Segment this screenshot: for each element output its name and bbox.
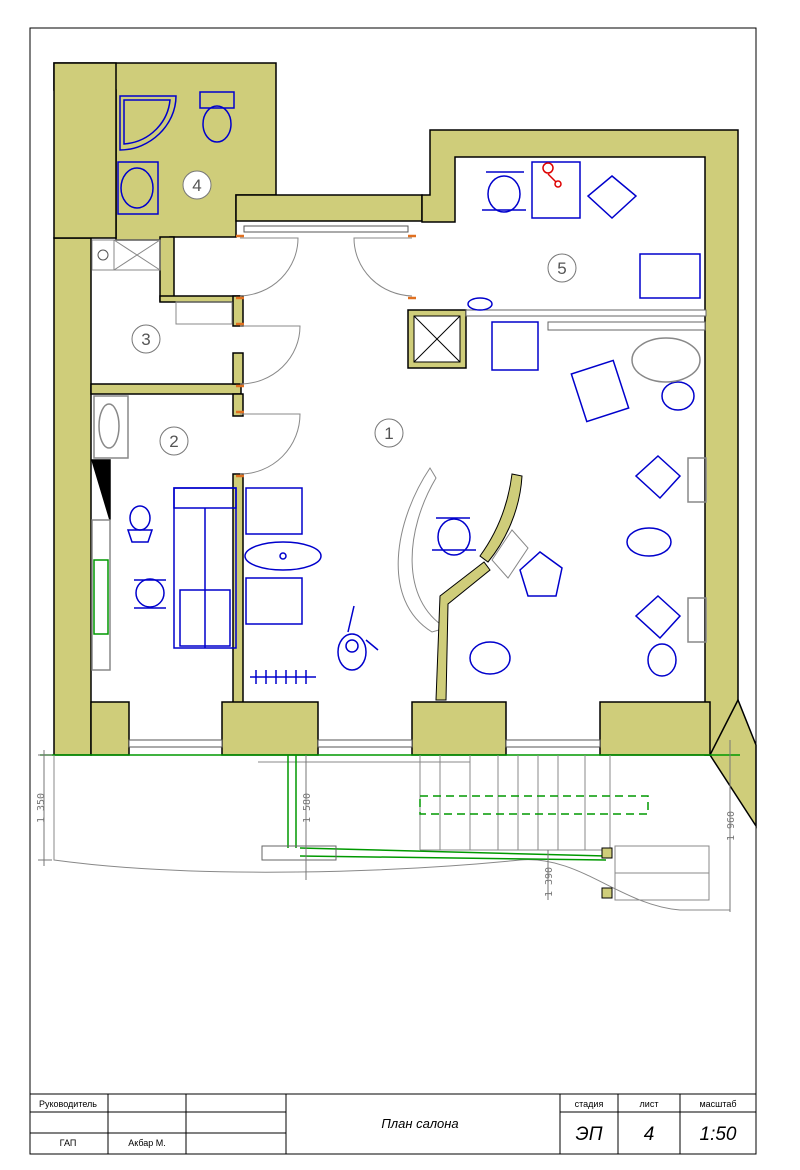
exterior	[40, 754, 740, 911]
room-markers: 1 2 3 4 5	[131, 170, 577, 456]
door-jambs	[236, 234, 416, 478]
partition-room5	[465, 309, 707, 331]
room-marker-3: 3	[131, 324, 161, 354]
dimension-label: 1 390	[544, 867, 555, 897]
dimension-label: 1 960	[726, 811, 737, 841]
scale-header: масштаб	[699, 1099, 736, 1109]
room-number: 3	[141, 330, 150, 349]
sheet-header: лист	[640, 1099, 659, 1109]
room-number: 1	[384, 424, 393, 443]
room-number: 2	[169, 432, 178, 451]
room-marker-2: 2	[159, 426, 189, 456]
room-marker-5: 5	[547, 253, 577, 283]
office-furniture	[90, 395, 237, 671]
title-block: Руководитель ГАП Акбар М. План салона ст…	[29, 1093, 757, 1155]
scale-value: 1:50	[700, 1124, 737, 1145]
dimension-label: 1 580	[302, 793, 313, 823]
gap-person-name: Акбар М.	[128, 1138, 166, 1148]
room-number: 4	[192, 176, 201, 195]
stage-value: ЭП	[576, 1124, 603, 1145]
windows	[128, 225, 601, 748]
dimension-label: 1 350	[36, 793, 47, 823]
walls	[53, 62, 757, 829]
reception-partition	[397, 467, 529, 701]
role-gap-label: ГАП	[60, 1138, 77, 1148]
kitchenette	[91, 239, 233, 325]
room-marker-1: 1	[374, 418, 404, 448]
ventilation-shaft	[413, 315, 461, 363]
hall-furniture	[244, 487, 563, 684]
doors	[239, 237, 413, 475]
dimension-lines	[38, 740, 731, 912]
sheet-title: План салона	[381, 1116, 458, 1131]
stage-header: стадия	[575, 1099, 604, 1109]
room-number: 5	[557, 259, 566, 278]
sheet-number: 4	[644, 1124, 655, 1145]
room-marker-4: 4	[182, 170, 212, 200]
salon-furniture	[467, 161, 707, 677]
role-lead-label: Руководитель	[39, 1099, 97, 1109]
dimension-labels: 1 350 1 580 1 390 1 960	[36, 793, 737, 897]
wc-fixtures	[117, 91, 235, 215]
